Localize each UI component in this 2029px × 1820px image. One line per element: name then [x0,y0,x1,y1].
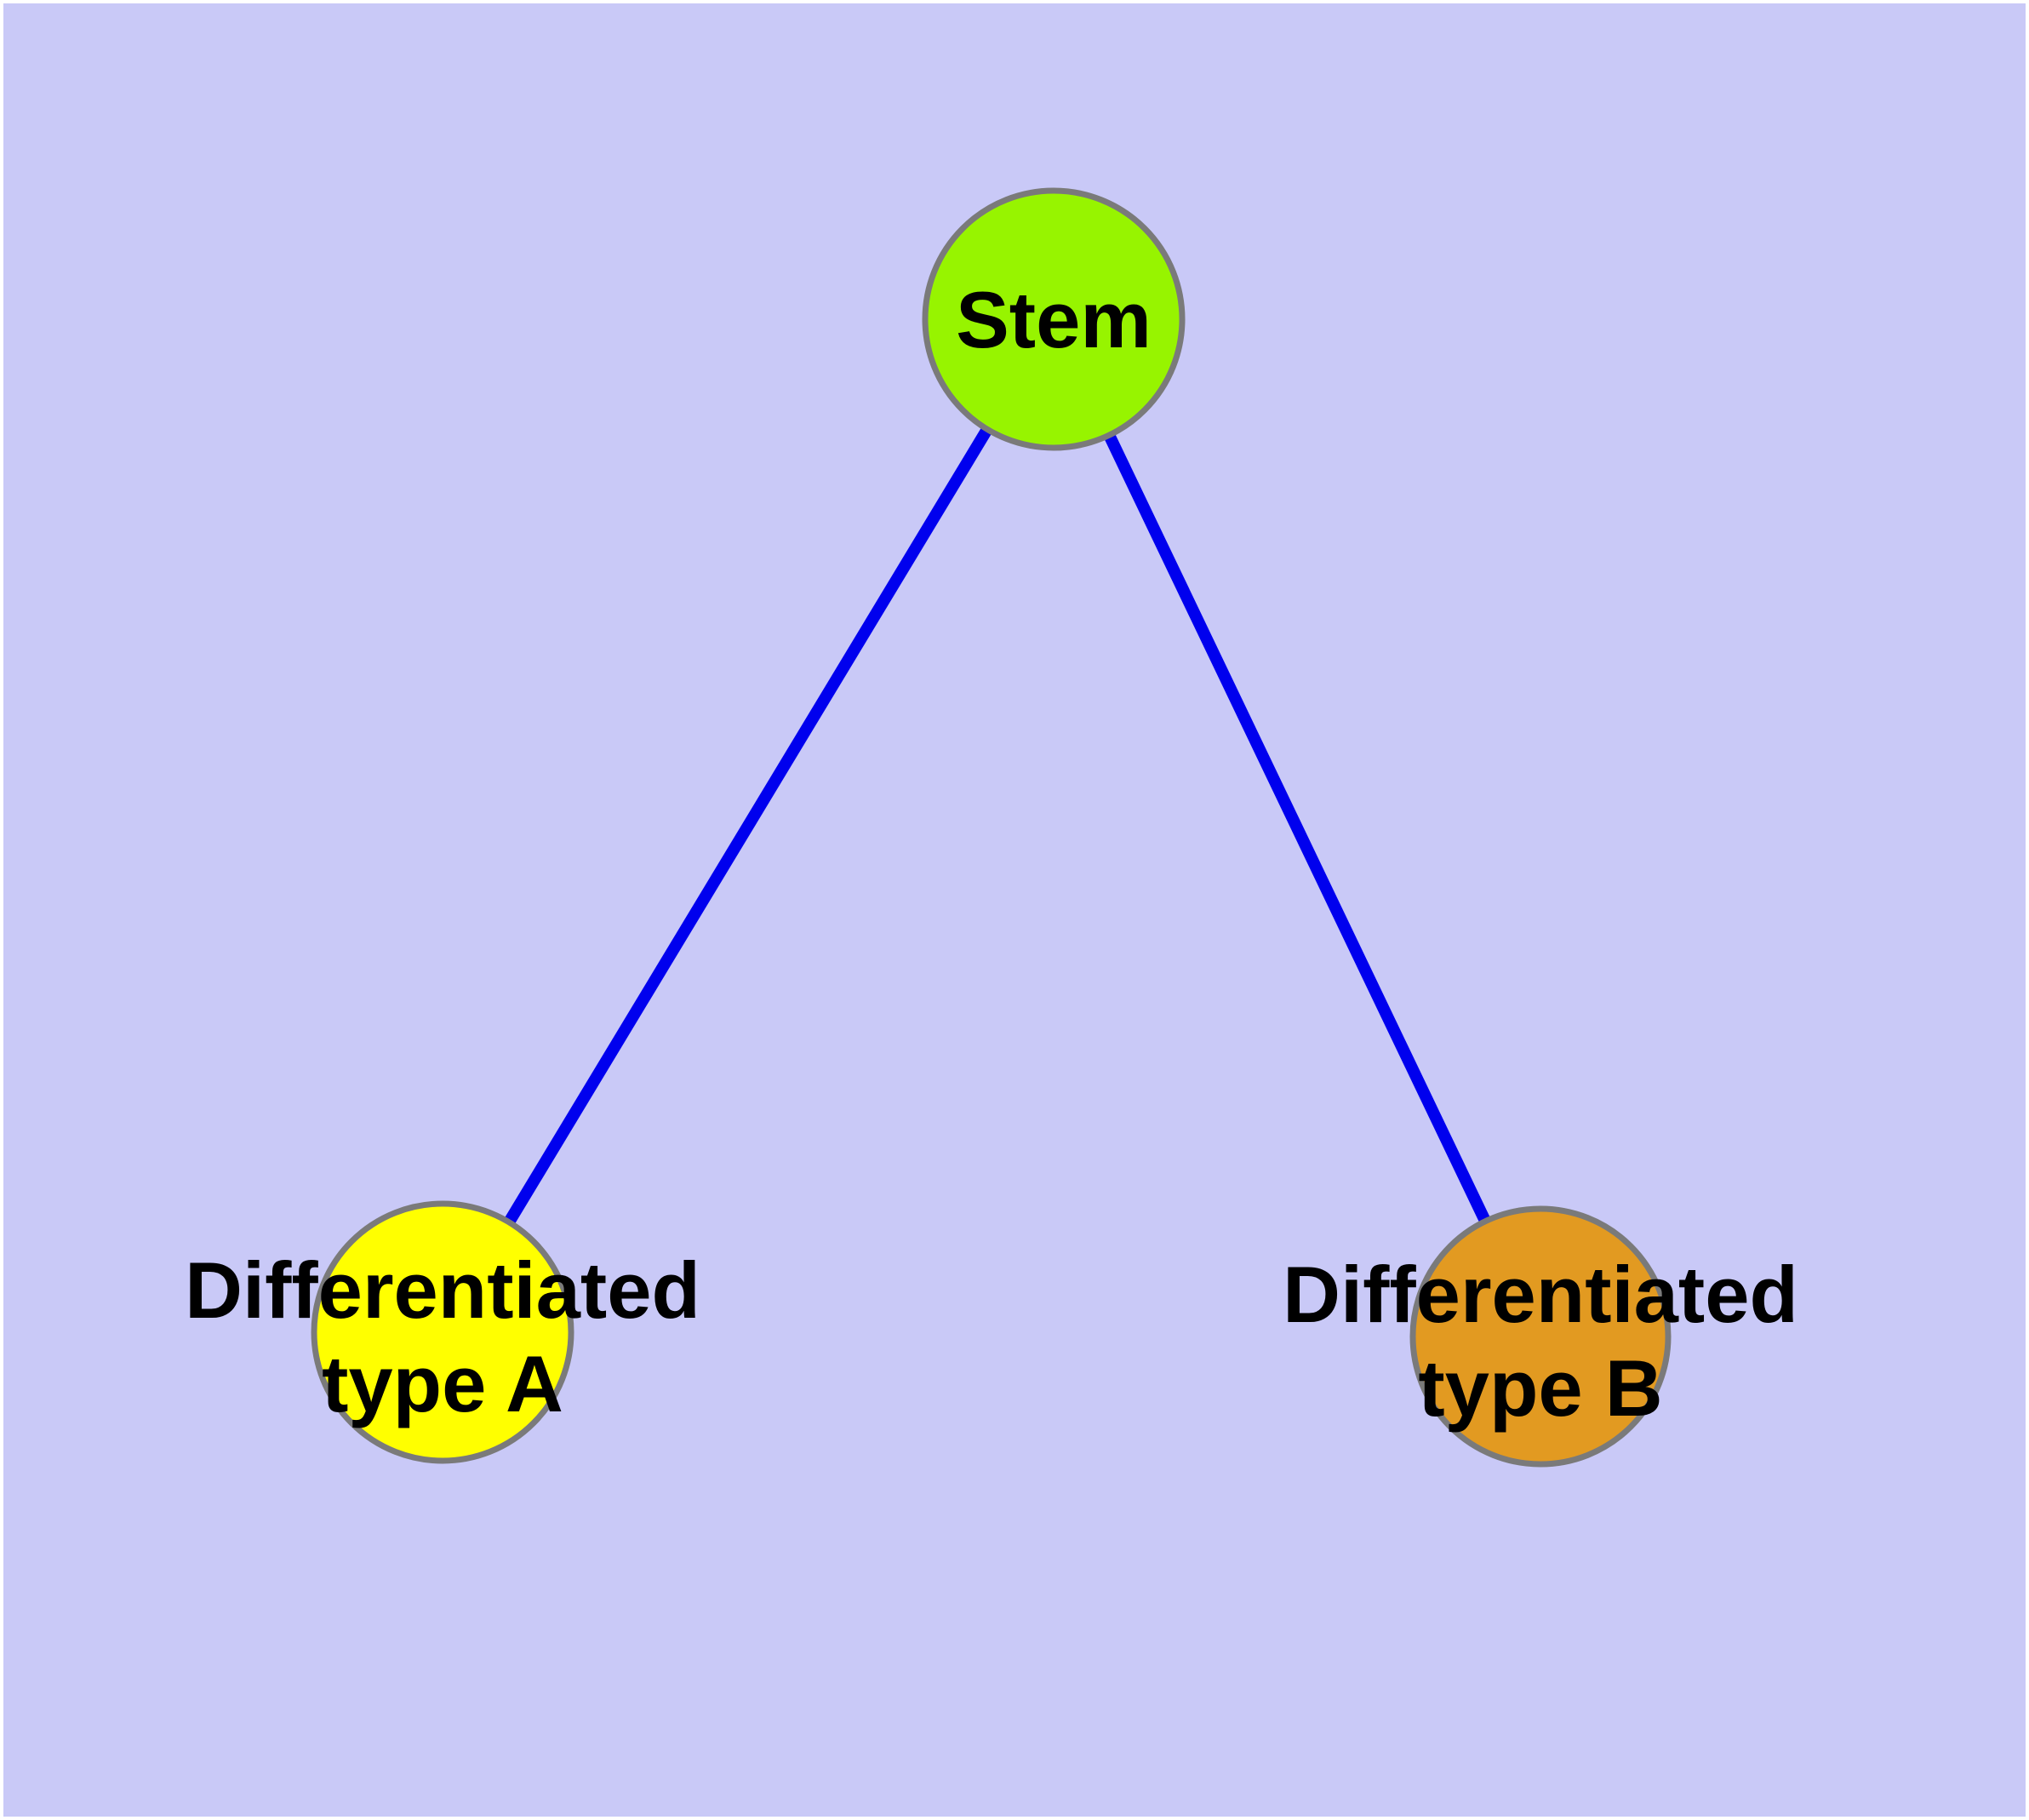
node-type-a-label-line1: Differentiated [185,1245,700,1335]
node-stem-circle [922,187,1186,451]
node-type-b-label-line2: type B [1418,1343,1662,1433]
node-stem-label: Stem [956,275,1152,364]
node-type-b-circle [1409,1205,1672,1468]
edge-stem-to-type-a [437,316,1059,1336]
label-layer: Stem Differentiated type A Differentiate… [185,275,1798,1433]
node-type-a-label-line2: type A [322,1339,563,1428]
node-type-b-label-line1: Differentiated [1283,1250,1798,1339]
edge-stem-to-type-b [1048,316,1546,1340]
edge-layer [437,316,1546,1340]
node-type-a-circle [311,1200,574,1464]
node-layer [311,187,1672,1468]
